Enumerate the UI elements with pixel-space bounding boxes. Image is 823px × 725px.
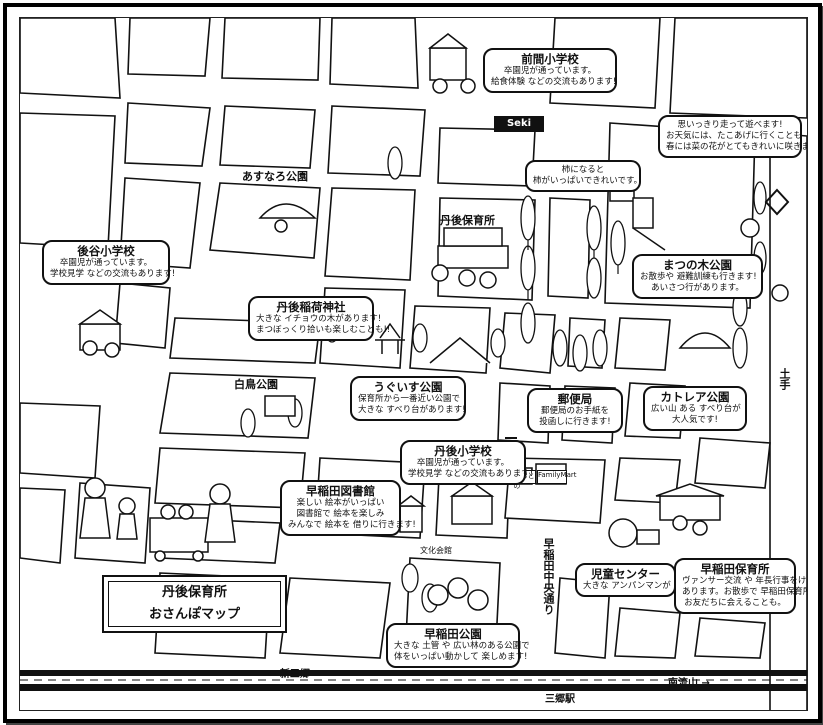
bubble-line: 柿になると	[561, 165, 605, 175]
bubble-line: 大きな イチョウの木があります!	[256, 314, 382, 324]
road-label-misato-station: 三郷駅	[545, 694, 575, 705]
bubble-title: 早稲田保育所	[700, 562, 770, 576]
road-label-bunka-kaikan: 文化会館	[420, 546, 452, 555]
bubble-line: あります。お散歩で 早稲田保育所の	[682, 587, 808, 597]
road-label-shin-misato: ← 新三郷	[268, 669, 310, 680]
bubble-title: 早稲田図書館	[306, 484, 375, 498]
map-frame: Seki ママとおとの FamilyMart 丹後保育所 おさんぽマップ ← 新…	[3, 3, 822, 723]
bubble-line: お友だちに会えることも。	[684, 598, 786, 608]
bubble-line: 投函しに行きます!	[539, 417, 611, 427]
bubble-waseda-nursery: 早稲田保育所 ヴァンサー交流 や 年長行事をけてします。 あります。お散歩で 早…	[674, 558, 808, 614]
bubble-line: 卒園児が通っています。	[503, 66, 597, 76]
bubble-title: カトレア公園	[660, 390, 730, 404]
bubble-post-office: 郵便局 郵便局のお手紙を 投函しに行きます!	[527, 388, 623, 433]
bubble-ushiro-school: 後谷小学校 卒園児が通っています。 学校見学 などの交流もあります!	[42, 240, 176, 285]
bubble-title: 前間小学校	[521, 52, 579, 66]
bubble-line: 大きな 土管 や 広い林のある公園で	[394, 641, 530, 651]
seki-sign: Seki	[494, 116, 544, 132]
bubble-line: 給食体験 などの交流もあります!	[491, 77, 617, 87]
bubble-line: 体をいっぱい動かして 楽しめます!	[394, 652, 528, 662]
bubble-line: 大きな アンパンマンが 目印です!	[583, 581, 711, 591]
road-label-dote: 土手	[778, 368, 791, 390]
bubble-line: お散歩や 避難訓練も行きます!	[640, 272, 757, 282]
bubble-line: 図書館で 絵本を楽しみ	[296, 509, 385, 519]
familymart-sign: FamilyMart	[537, 470, 576, 484]
bubble-tango-school: 丹後小学校 卒園児が通っています。 学校見学 などの交流もあります!	[400, 440, 534, 485]
bubble-title: うぐいす公園	[373, 380, 443, 394]
map-area: Seki ママとおとの FamilyMart 丹後保育所 おさんぽマップ ← 新…	[19, 17, 808, 711]
bubble-title: 郵便局	[557, 392, 593, 406]
bubble-jido-center: 児童センター 大きな アンパンマンが 目印です!	[575, 563, 711, 597]
tango-nursery-label: 丹後保育所	[440, 214, 495, 227]
bubble-library: 早稲田図書館 楽しい 絵本がいっぱい 図書館で 絵本を楽しみ みんなで 絵本を …	[280, 480, 416, 536]
bubble-line: 郵便局のお手紙を	[540, 406, 609, 416]
bubble-cattleya-park: カトレア公園 広い山 ある すべり台が 大人気です!	[643, 386, 747, 431]
bubble-line: 保育所から一番近い公園で	[358, 394, 461, 404]
bubble-line: 広い山 ある すべり台が	[651, 404, 741, 414]
bubble-line: みんなで 絵本を 借りに行きます!	[288, 520, 416, 530]
bubble-maema-school: 前間小学校 卒園児が通っています。 給食体験 などの交流もあります!	[483, 48, 617, 93]
bubble-line: 思いっきり走って遊べます!	[677, 120, 783, 130]
bubble-line: まつぼっくり拾いも楽しむことも!!	[256, 325, 391, 335]
title-line-1: 丹後保育所	[161, 585, 227, 600]
bubble-matsunoki-park: まつの木公園 お散歩や 避難訓練も行きます! あいさつ行があります。	[632, 254, 763, 299]
bubble-line: 春には菜の花がとてもきれいに咲きます。	[666, 142, 807, 152]
bubble-title: 丹後稲荷神社	[276, 300, 346, 314]
bubble-line: あいさつ行があります。	[651, 283, 744, 293]
bubble-line: 大きな すべり台があります!	[358, 405, 466, 415]
bubble-inari-shrine: 丹後稲荷神社 大きな イチョウの木があります! まつぼっくり拾いも楽しむことも!…	[248, 296, 391, 341]
bubble-title: まつの木公園	[663, 258, 732, 272]
bubble-kaki: 柿になると 柿がいっぱいできれいです。	[525, 160, 643, 192]
bubble-open-field: 思いっきり走って遊べます! お天気には、たこあげに行くことも 春には菜の花がとて…	[658, 115, 807, 158]
bubble-line: 学校見学 などの交流もあります!	[50, 269, 176, 279]
bubble-line: 学校見学 などの交流もあります!	[408, 469, 534, 479]
bubble-title: 後谷小学校	[77, 244, 135, 258]
bubble-line: お天気には、たこあげに行くことも	[666, 131, 803, 141]
title-line-2: おさんぽマップ	[148, 607, 240, 622]
bubble-uguisu-park: うぐいす公園 保育所から一番近い公園で 大きな すべり台があります!	[350, 376, 466, 421]
bubble-line: ヴァンサー交流 や 年長行事をけてします。	[682, 576, 807, 586]
bubble-line: 柿がいっぱいできれいです。	[533, 176, 643, 186]
bubble-line: 卒園児が通っています。	[59, 258, 153, 268]
bubble-waseda-park: 早稲田公園 大きな 土管 や 広い林のある公園で 体をいっぱい動かして 楽しめま…	[386, 623, 530, 668]
bubble-title: 早稲田公園	[424, 627, 482, 641]
bubble-line: 楽しい 絵本がいっぱい	[296, 498, 385, 508]
road-label-chuo-dori: 早稲田中央通り	[542, 538, 555, 615]
shiratori-park-label: 白鳥公園	[234, 378, 278, 391]
map-title-sign: 丹後保育所 おさんぽマップ	[102, 575, 287, 633]
asunaro-park-label: あすなろ公園	[242, 170, 308, 183]
bubble-title: 児童センター	[591, 567, 660, 581]
bubble-line: 大人気です!	[672, 415, 718, 425]
bubble-line: 卒園児が通っています。	[416, 458, 510, 468]
bubble-title: 丹後小学校	[434, 444, 492, 458]
road-label-nagareyama: 南流山 →	[668, 678, 710, 689]
